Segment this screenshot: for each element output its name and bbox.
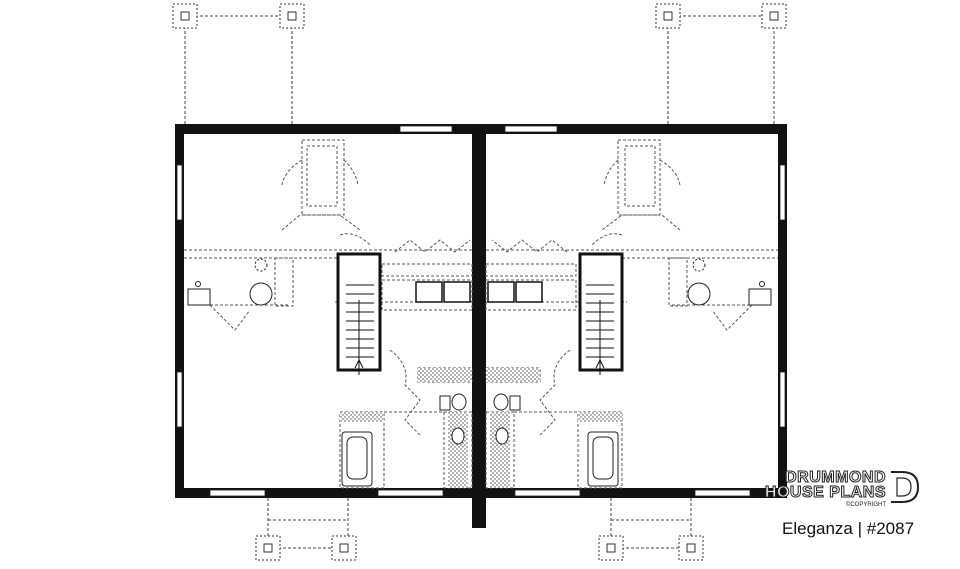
d-logo-icon xyxy=(891,471,920,503)
brand-line2: HOUSE PLANS xyxy=(764,484,886,501)
column-icon xyxy=(172,3,787,561)
party-wall xyxy=(472,124,486,528)
windows xyxy=(176,125,786,497)
panel-right xyxy=(748,288,772,306)
fixtures xyxy=(187,258,772,487)
brand-line1: DRUMMOND xyxy=(785,469,886,486)
plan-caption: Eleganza | #2087 xyxy=(782,519,915,538)
brand-copyright: ©COPYRIGHT xyxy=(845,502,886,508)
brand-logo: DRUMMOND HOUSE PLANS ©COPYRIGHT xyxy=(752,468,932,508)
water-heater-right xyxy=(687,282,711,306)
stairs xyxy=(336,252,624,375)
exterior-walls xyxy=(175,124,787,528)
water-heater-left xyxy=(249,282,273,306)
panel-left xyxy=(187,288,211,306)
interior-dashed-lines xyxy=(184,139,778,489)
